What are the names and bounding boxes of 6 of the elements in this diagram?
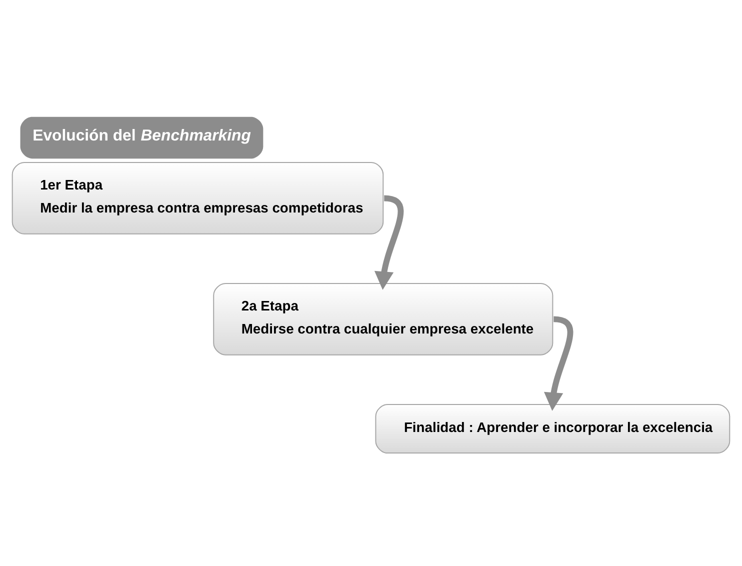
arrow	[374, 195, 404, 290]
node-box: 1er Etapa Medir la empresa contra empresas competidoras	[12, 162, 384, 234]
node-box: 2a Etapa Medirse contra cualquier empresa excelente	[213, 283, 554, 356]
diagram-title: Evolución del Benchmarking	[32, 128, 251, 145]
arrow	[544, 316, 574, 411]
node-box: Finalidad : Aprender e incorporar la excelencia	[375, 404, 730, 454]
